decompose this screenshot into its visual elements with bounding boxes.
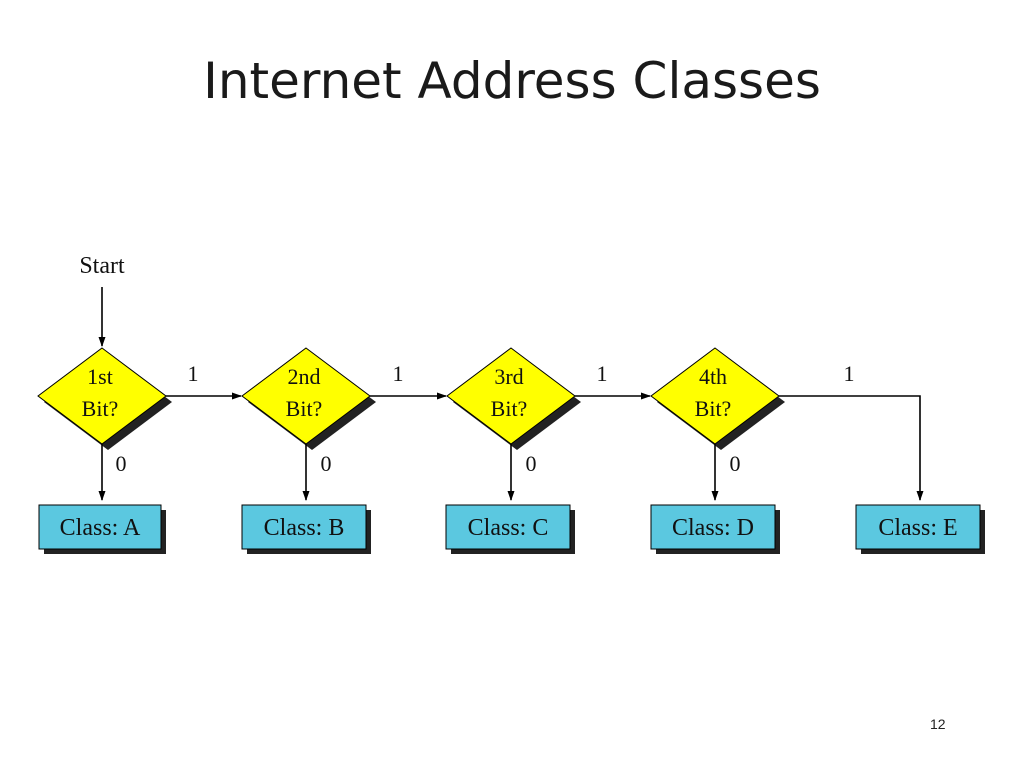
decision-label-line2: Bit? (491, 396, 528, 421)
decision-label-line2: Bit? (695, 396, 732, 421)
decision-label-line2: Bit? (82, 396, 119, 421)
decision-label-line1: 3rd (494, 364, 523, 389)
class-box-label: Class: C (468, 515, 549, 541)
class-box-label: Class: D (672, 515, 754, 541)
class-box (38, 504, 162, 550)
branch-label-no: 0 (116, 451, 127, 476)
branch-label-yes: 1 (844, 361, 855, 386)
decision-3rd-bit: 3rd Bit? (446, 347, 581, 450)
branch-label-yes: 1 (188, 361, 199, 386)
page-number: 12 (930, 716, 946, 732)
decision-2nd-bit: 2nd Bit? (241, 347, 376, 450)
class-box (241, 504, 367, 550)
slide-title: Internet Address Classes (203, 52, 821, 110)
branch-label-no: 0 (730, 451, 741, 476)
class-box (445, 504, 571, 550)
branch-label-yes: 1 (597, 361, 608, 386)
class-box-label: Class: E (878, 515, 957, 541)
branch-label-no: 0 (321, 451, 332, 476)
class-box-d: Class: D (650, 504, 780, 554)
decision-label-line2: Bit? (286, 396, 323, 421)
class-box-a: Class: A (38, 504, 166, 554)
class-box-c: Class: C (445, 504, 575, 554)
decision-label-line1: 4th (699, 364, 727, 389)
class-box (855, 504, 981, 550)
branch-label-yes: 1 (393, 361, 404, 386)
decision-label-line1: 2nd (288, 364, 321, 389)
decision-4th-bit: 4th Bit? (650, 347, 785, 450)
connector-4th-to-class-e (779, 395, 924, 501)
branch-label-no: 0 (526, 451, 537, 476)
class-box-b: Class: B (241, 504, 371, 554)
start-label: Start (79, 253, 125, 279)
decision-label-line1: 1st (87, 364, 113, 389)
decision-1st-bit: 1st Bit? (37, 347, 172, 450)
class-box-label: Class: B (264, 515, 345, 541)
class-box-label: Class: A (60, 515, 141, 541)
class-box-e: Class: E (855, 504, 985, 554)
class-box (650, 504, 776, 550)
